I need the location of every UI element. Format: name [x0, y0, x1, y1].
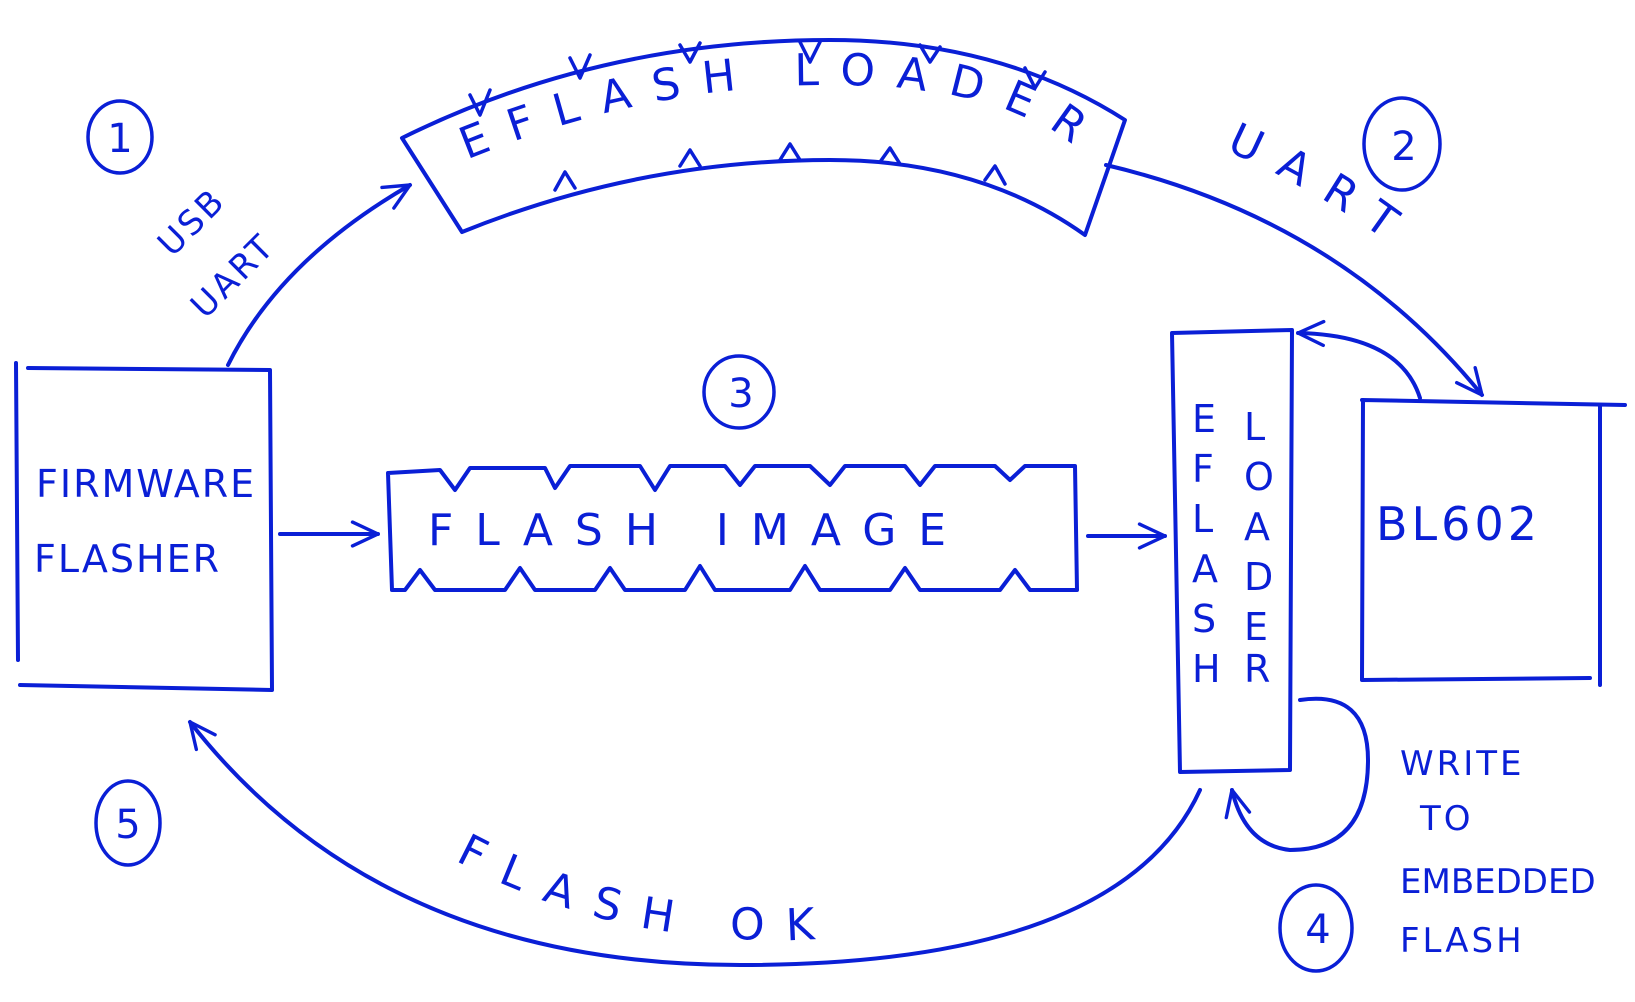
eflash-loader-box-col1: E F L A S H [1192, 397, 1223, 691]
bl602-box [1360, 398, 1627, 687]
flash-image-label: FLASH IMAGE [428, 505, 968, 556]
eflash-letter: H [1192, 647, 1223, 691]
step-3-number: 3 [728, 371, 753, 417]
flash-ok-edge [188, 720, 1202, 967]
write-label-line1: WRITE [1400, 744, 1525, 784]
usb-uart-edge [226, 183, 412, 367]
step-5-number: 5 [115, 802, 140, 848]
eflash-loader-box-col2: L O A D E R [1244, 405, 1276, 691]
write-label-line2: TO [1419, 799, 1474, 839]
loader-letter: E [1244, 605, 1270, 649]
step-1-badge: 1 [86, 99, 154, 175]
eflash-loader-banner-node: EFLASH LOADER [400, 38, 1127, 237]
step-4-number: 4 [1305, 907, 1330, 953]
loader-letter: R [1244, 647, 1272, 691]
bl602-to-loader-edge [1296, 319, 1422, 400]
firmware-flasher-node: FIRMWARE FLASHER [14, 361, 274, 692]
step-4-badge: 4 [1278, 883, 1354, 973]
eflash-loader-banner-label: EFLASH LOADER [452, 45, 1114, 170]
loader-letter: O [1244, 455, 1276, 499]
eflash-letter: F [1192, 447, 1216, 491]
write-flash-loop-edge [1224, 696, 1370, 852]
flash-image-banner [386, 464, 1079, 592]
firmware-flasher-label-line1: FIRMWARE [36, 462, 256, 506]
flash-ok-label: FLASH OK [450, 825, 838, 952]
eflash-letter: L [1192, 497, 1215, 541]
loader-letter: A [1244, 505, 1272, 549]
step-1-number: 1 [107, 116, 132, 162]
flash-image-node: FLASH IMAGE [386, 464, 1079, 592]
step-5-badge: 5 [94, 779, 162, 867]
eflash-letter: E [1192, 397, 1218, 441]
usb-label: USB [150, 180, 234, 264]
step-2-badge: 2 [1362, 96, 1442, 192]
firmware-flasher-label-line2: FLASHER [34, 537, 221, 581]
eflash-letter: S [1192, 597, 1218, 641]
eflash-loader-box-node: E F L A S H L O A D E R [1170, 328, 1294, 774]
write-label-line3: EMBEDDED [1400, 862, 1596, 902]
loader-letter: L [1244, 405, 1267, 449]
step-3-badge: 3 [702, 354, 776, 430]
firmware-flasher-box [14, 361, 274, 692]
eflash-letter: A [1192, 547, 1220, 591]
bl602-node: BL602 [1360, 398, 1627, 687]
eflash-loader-box [1170, 328, 1294, 774]
write-label-line4: FLASH [1400, 921, 1525, 961]
eflash-loader-banner-notches [468, 40, 1047, 192]
uart-edge-right [1104, 163, 1484, 397]
bl602-label: BL602 [1376, 497, 1541, 551]
eflash-loader-banner-outline [400, 38, 1127, 237]
step-2-number: 2 [1391, 124, 1416, 170]
loader-letter: D [1244, 555, 1275, 599]
